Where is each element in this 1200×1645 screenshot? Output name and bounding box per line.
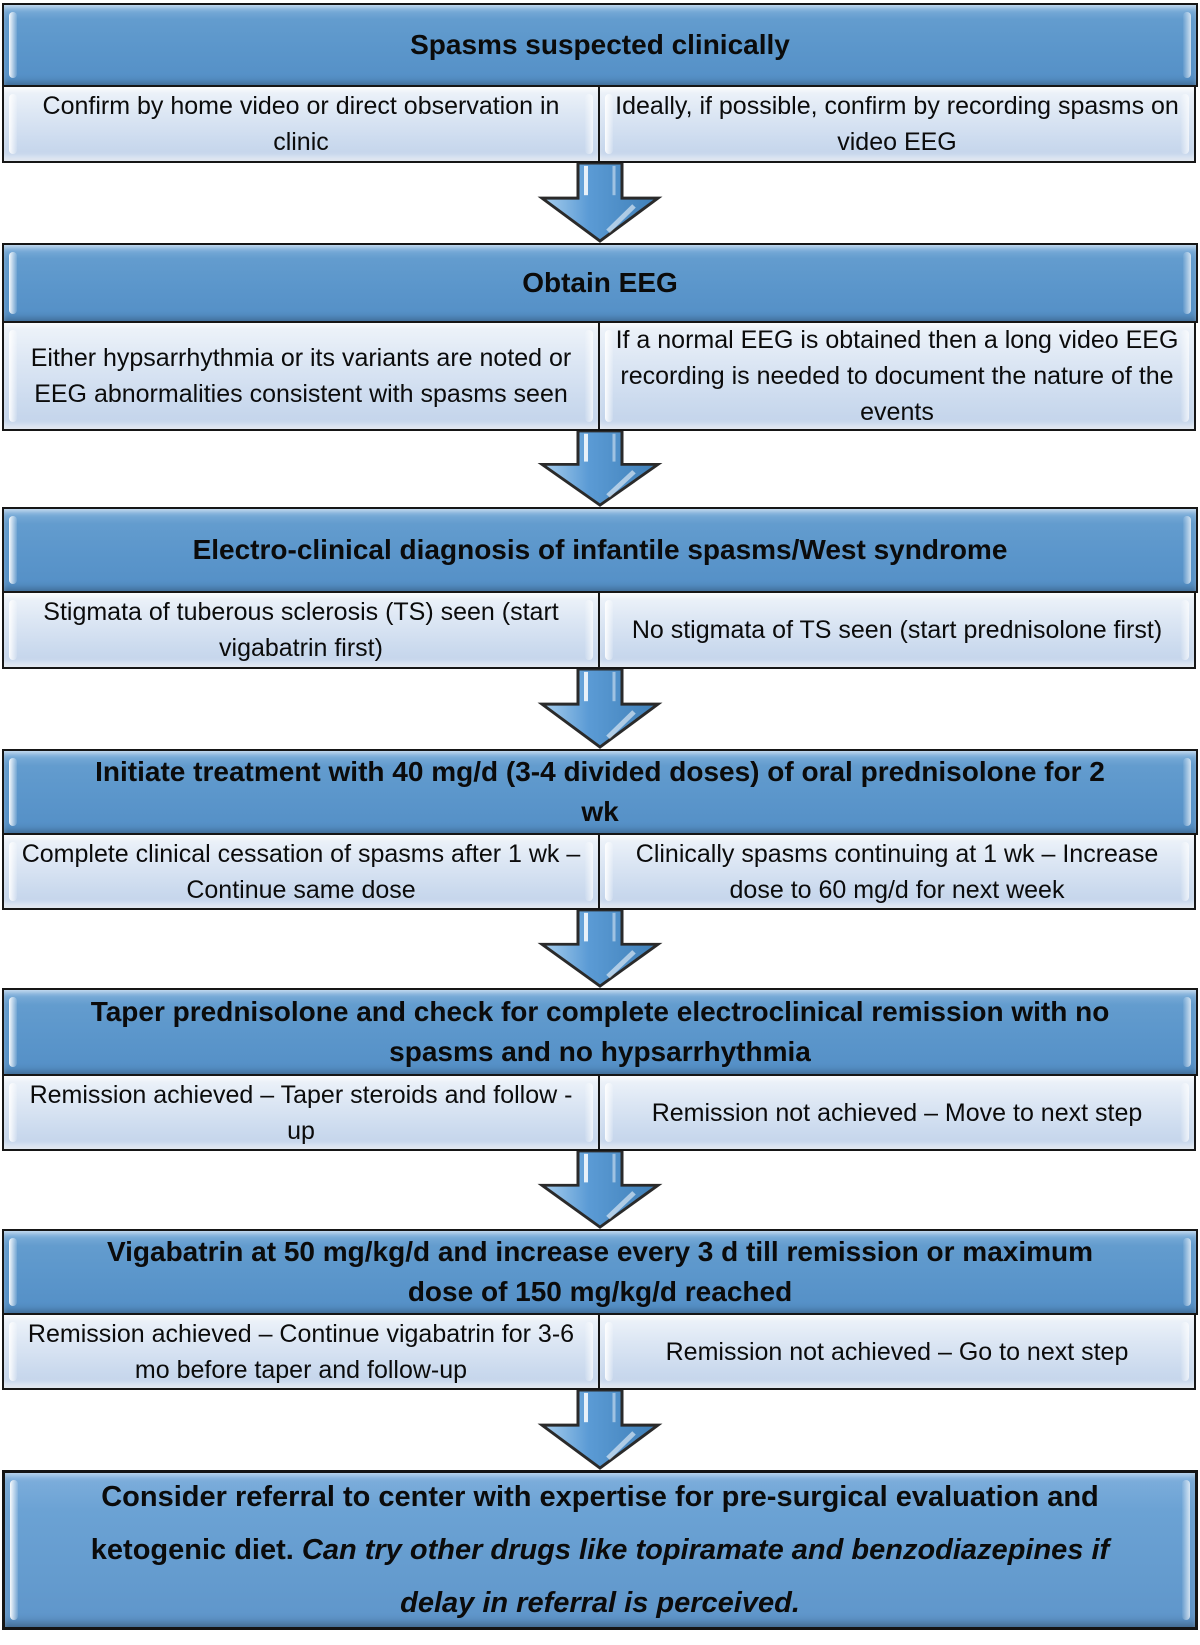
down-arrow-icon — [0, 669, 1200, 749]
step-left-box: Remission achieved – Taper steroids and … — [2, 1074, 600, 1151]
step-right-box: No stigmata of TS seen (start prednisolo… — [598, 591, 1196, 669]
step-title-box: Vigabatrin at 50 mg/kg/d and increase ev… — [2, 1229, 1198, 1315]
step-subrow: Confirm by home video or direct observat… — [2, 85, 1198, 163]
step-left-box: Stigmata of tuberous sclerosis (TS) seen… — [2, 591, 600, 669]
step-left-box: Complete clinical cessation of spasms af… — [2, 833, 600, 910]
step-subrow: Remission achieved – Taper steroids and … — [2, 1074, 1198, 1151]
step-right-box: Remission not achieved – Move to next st… — [598, 1074, 1196, 1151]
step-subrow: Either hypsarrhythmia or its variants ar… — [2, 321, 1198, 431]
step-right-box: Remission not achieved – Go to next step — [598, 1313, 1196, 1390]
block-arrow-icon — [537, 669, 663, 749]
step-title-box: Initiate treatment with 40 mg/d (3-4 div… — [2, 749, 1198, 835]
step-right-text: Ideally, if possible, confirm by recordi… — [615, 92, 1179, 156]
step-left-box: Remission achieved – Continue vigabatrin… — [2, 1313, 600, 1390]
step-right-text: Remission not achieved – Go to next step — [665, 1337, 1129, 1366]
step-left-text: Remission achieved – Taper steroids and … — [29, 1080, 573, 1145]
step-left-text: Complete clinical cessation of spasms af… — [21, 839, 581, 904]
step-right-box: If a normal EEG is obtained then a long … — [598, 321, 1196, 431]
step-subrow: Stigmata of tuberous sclerosis (TS) seen… — [2, 591, 1198, 669]
step-right-text: Clinically spasms continuing at 1 wk – I… — [635, 839, 1159, 904]
flow-step-initiate-prednisolone: Initiate treatment with 40 mg/d (3-4 div… — [2, 749, 1198, 910]
flow-step-obtain-eeg: Obtain EEG Either hypsarrhythmia or its … — [2, 243, 1198, 431]
flow-step-vigabatrin: Vigabatrin at 50 mg/kg/d and increase ev… — [2, 1229, 1198, 1390]
down-arrow-icon — [0, 1390, 1200, 1470]
step-right-box: Ideally, if possible, confirm by recordi… — [598, 85, 1196, 163]
flow-step-electroclinical-diagnosis: Electro-clinical diagnosis of infantile … — [2, 507, 1198, 669]
step-title-box: Taper prednisolone and check for complet… — [2, 988, 1198, 1076]
step-left-box: Confirm by home video or direct observat… — [2, 85, 600, 163]
flow-step-referral-final-box: Consider referral to center with experti… — [2, 1470, 1198, 1630]
step-left-text: Either hypsarrhythmia or its variants ar… — [30, 344, 572, 408]
block-arrow-icon — [537, 910, 663, 988]
down-arrow-icon — [0, 431, 1200, 507]
step-subrow: Complete clinical cessation of spasms af… — [2, 833, 1198, 910]
down-arrow-icon — [0, 163, 1200, 243]
step-left-text: Confirm by home video or direct observat… — [42, 92, 560, 156]
block-arrow-icon — [537, 1390, 663, 1470]
step-right-text: No stigmata of TS seen (start prednisolo… — [631, 616, 1163, 644]
step-left-text: Remission achieved – Continue vigabatrin… — [27, 1319, 575, 1384]
block-arrow-icon — [537, 163, 663, 243]
block-arrow-icon — [537, 431, 663, 507]
down-arrow-icon — [0, 1151, 1200, 1229]
final-box-text: Consider referral to center with experti… — [50, 1471, 1150, 1630]
step-right-text: If a normal EEG is obtained then a long … — [615, 326, 1179, 426]
step-title-box: Electro-clinical diagnosis of infantile … — [2, 507, 1198, 593]
block-arrow-icon — [537, 1151, 663, 1229]
step-title: Electro-clinical diagnosis of infantile … — [192, 534, 1008, 565]
step-subrow: Remission achieved – Continue vigabatrin… — [2, 1313, 1198, 1390]
step-title-box: Spasms suspected clinically — [2, 3, 1198, 87]
step-title: Spasms suspected clinically — [410, 29, 790, 60]
final-text-normal: Consider referral to center with experti… — [90, 1480, 1099, 1566]
step-title: Taper prednisolone and check for complet… — [90, 996, 1110, 1067]
step-title-box: Obtain EEG — [2, 243, 1198, 323]
step-right-text: Remission not achieved – Move to next st… — [651, 1098, 1143, 1127]
flow-step-spasms-suspected: Spasms suspected clinically Confirm by h… — [2, 3, 1198, 163]
step-right-box: Clinically spasms continuing at 1 wk – I… — [598, 833, 1196, 910]
flow-step-taper-prednisolone: Taper prednisolone and check for complet… — [2, 988, 1198, 1151]
final-text-italic: Can try other drugs like topiramate and … — [301, 1533, 1110, 1619]
down-arrow-icon — [0, 910, 1200, 988]
step-title: Obtain EEG — [522, 267, 678, 298]
step-left-text: Stigmata of tuberous sclerosis (TS) seen… — [43, 598, 559, 662]
step-title: Vigabatrin at 50 mg/kg/d and increase ev… — [106, 1236, 1094, 1307]
step-left-box: Either hypsarrhythmia or its variants ar… — [2, 321, 600, 431]
step-title: Initiate treatment with 40 mg/d (3-4 div… — [95, 756, 1105, 827]
